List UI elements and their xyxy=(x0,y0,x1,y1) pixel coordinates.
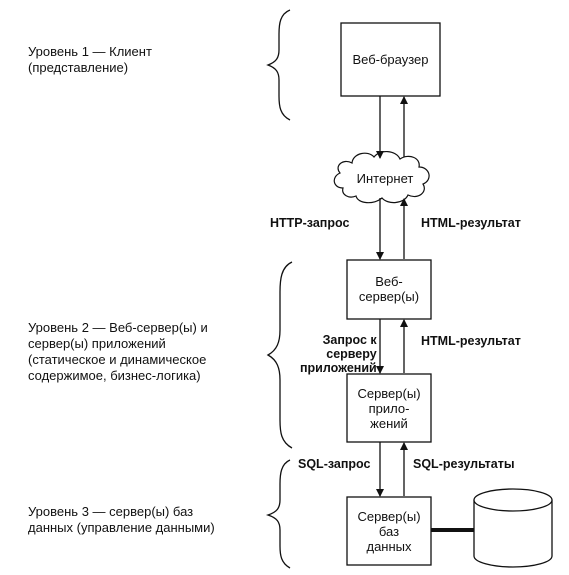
level3-label: Уровень 3 — сервер(ы) баз данных (управл… xyxy=(28,504,215,535)
level1-label: Уровень 1 — Клиент (представление) xyxy=(28,44,152,75)
level1-brace xyxy=(266,9,291,121)
webserver-box xyxy=(346,259,432,320)
level2-label: Уровень 2 — Веб-сервер(ы) и сервер(ы) пр… xyxy=(28,320,208,383)
dbserver-label: Сервер(ы) баз данных xyxy=(357,509,421,554)
html-result-label-2: HTML-результат xyxy=(421,334,521,348)
appserver-label: Сервер(ы) прило- жений xyxy=(357,386,421,431)
level2-brace xyxy=(266,261,293,449)
html-result-label-1: HTML-результат xyxy=(421,216,521,230)
internet-label: Интернет xyxy=(356,171,414,186)
webserver-label: Веб- сервер(ы) xyxy=(358,274,420,304)
appserver-box xyxy=(346,373,432,443)
app-request-label: Запрос к серверу приложений xyxy=(300,333,377,375)
database-cylinder-icon xyxy=(473,488,553,568)
http-request-label: HTTP-запрос xyxy=(270,216,350,230)
sql-results-label: SQL-результаты xyxy=(413,457,515,471)
browser-box xyxy=(340,22,441,97)
level3-brace xyxy=(265,459,291,569)
browser-label: Веб-браузер xyxy=(352,52,429,67)
sql-request-label: SQL-запрос xyxy=(298,457,371,471)
internet-cloud xyxy=(333,151,430,204)
